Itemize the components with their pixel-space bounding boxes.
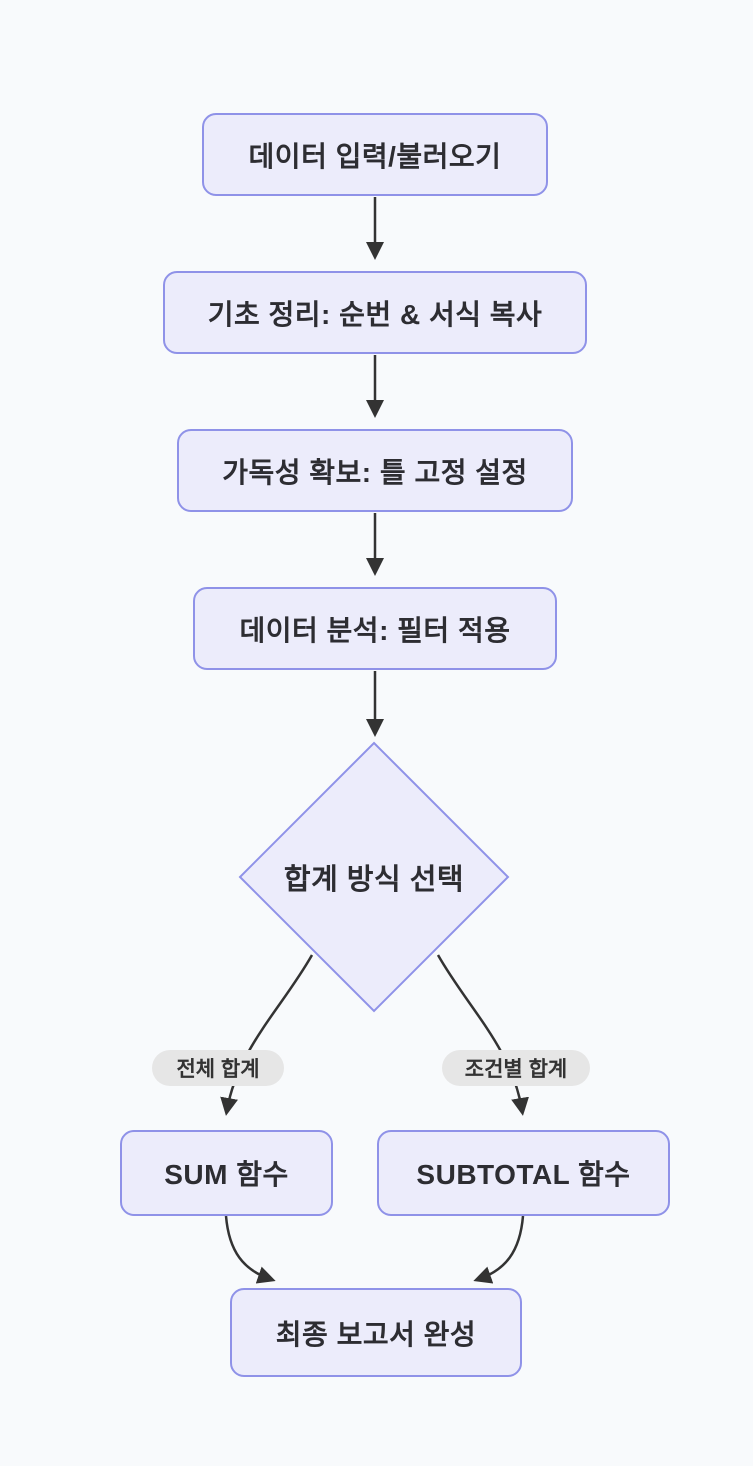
node-report-label: 최종 보고서 완성 bbox=[275, 1318, 477, 1350]
node-filter: 데이터 분석: 필터 적용 bbox=[193, 587, 557, 670]
node-filter-label: 데이터 분석: 필터 적용 bbox=[239, 614, 511, 646]
node-sum: SUM 함수 bbox=[120, 1130, 333, 1216]
edge-sum-report bbox=[224, 1215, 276, 1284]
node-sum-label: SUM 함수 bbox=[164, 1159, 289, 1190]
edge-label-total: 전체 합계 bbox=[152, 1050, 284, 1086]
node-decision-diamond bbox=[238, 741, 510, 1013]
edge-decision-subtotal bbox=[436, 954, 529, 1116]
node-sort-label: 기초 정리: 순번 & 서식 복사 bbox=[207, 298, 543, 330]
node-input: 데이터 입력/불러오기 bbox=[202, 113, 548, 196]
edge-label-conditional: 조건별 합계 bbox=[442, 1050, 590, 1086]
edge-decision-sum bbox=[220, 954, 314, 1116]
node-report: 최종 보고서 완성 bbox=[230, 1288, 522, 1377]
edge-subtotal-report bbox=[473, 1215, 525, 1284]
node-sort: 기초 정리: 순번 & 서식 복사 bbox=[163, 271, 587, 354]
node-subtotal-label: SUBTOTAL 함수 bbox=[416, 1159, 631, 1190]
node-freeze-label: 가독성 확보: 틀 고정 설정 bbox=[222, 456, 528, 488]
node-input-label: 데이터 입력/불러오기 bbox=[248, 140, 502, 172]
node-subtotal: SUBTOTAL 함수 bbox=[377, 1130, 670, 1216]
node-freeze: 가독성 확보: 틀 고정 설정 bbox=[177, 429, 573, 512]
node-decision-label: 합계 방식 선택 bbox=[283, 864, 465, 896]
